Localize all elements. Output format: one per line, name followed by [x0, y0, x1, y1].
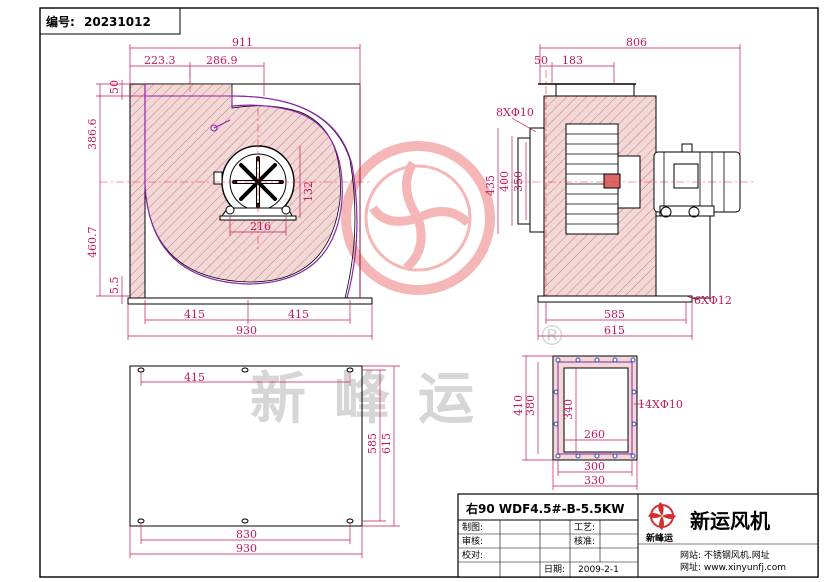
date-value: 2009-2-1 [578, 565, 619, 575]
dim-side-350: 350 [512, 171, 525, 192]
serial-box: 编号: 20231012 [39, 7, 181, 35]
dim-plan-615: 615 [380, 433, 393, 454]
dim-outlet-260: 260 [584, 428, 605, 441]
dim-base-thk: 5.5 [108, 277, 121, 295]
dim-side-holes: 8XΦ10 [496, 106, 534, 119]
dim-plan-830: 830 [236, 528, 257, 541]
outlet-flange: 410 380 340 14XΦ10 260 300 330 [512, 355, 683, 490]
fan-casing [129, 83, 146, 299]
dim-motor-width: 216 [250, 220, 271, 233]
dim-plan-hole-span: 415 [184, 371, 205, 384]
dim-side-615: 615 [604, 324, 625, 337]
serial-value: 20231012 [84, 15, 151, 29]
logo-caption: 新峰运 [646, 532, 674, 544]
dim-outlet-300: 300 [584, 460, 605, 473]
dim-outlet-holes: 14XΦ10 [638, 398, 683, 411]
dim-side-base-holes: 6XΦ12 [694, 294, 732, 307]
dim-inlet-a: 223.3 [144, 54, 176, 67]
dim-base-half-left: 415 [184, 308, 205, 321]
front-view: 911 223.3 286.9 50 386.6 460.7 5.5 132 2… [86, 36, 373, 340]
base-plate [129, 365, 363, 527]
approve-label: 核准: [574, 535, 595, 547]
dim-top-flange: 50 [108, 80, 121, 94]
sheet-border [39, 7, 819, 578]
outlet-opening [563, 367, 629, 453]
side-view: 806 50 183 8XΦ10 435 400 350 6XΦ12 585 6… [484, 36, 756, 340]
dim-outlet-330: 330 [584, 474, 605, 487]
dim-motor-height: 132 [302, 181, 315, 202]
dim-inlet-b: 286.9 [206, 54, 238, 67]
website-url: 网址: www.xinyunfj.com [680, 561, 786, 573]
base-plan: 415 585 615 830 930 [129, 365, 400, 558]
dim-base-half-right: 415 [288, 308, 309, 321]
dim-side-50: 50 [534, 54, 548, 67]
dim-lower-height: 460.7 [86, 227, 99, 259]
dim-outlet-410: 410 [512, 395, 525, 416]
dim-plan-585: 585 [366, 433, 379, 454]
dim-outlet-340: 340 [562, 399, 575, 420]
process-label: 工艺: [574, 522, 595, 533]
dim-side-400: 400 [498, 171, 511, 192]
watermark-registered: ® [538, 319, 566, 352]
watermark-text: 新峰运 [250, 366, 502, 432]
dim-upper-height: 386.6 [86, 119, 99, 151]
serial-label: 编号: [45, 14, 75, 29]
drawn-label: 制图: [462, 521, 483, 533]
dim-side-183: 183 [562, 54, 583, 67]
dim-front-width: 911 [232, 36, 253, 49]
model-name: 右90 WDF4.5#-B-5.5KW [465, 501, 625, 516]
review-label: 审核: [462, 535, 483, 547]
company-logo-icon [648, 502, 676, 530]
watermark-fan-icon [369, 160, 472, 272]
dim-base-total: 930 [236, 324, 257, 337]
front-base [127, 297, 373, 305]
date-label: 日期: [544, 564, 565, 575]
dim-outlet-380: 380 [524, 395, 537, 416]
website-label: 网站: 不锈钢风机.网址 [680, 549, 770, 561]
side-motor-icon [653, 143, 741, 218]
outlet-holes [553, 357, 637, 459]
dim-side-435: 435 [484, 175, 497, 196]
dim-side-width: 806 [626, 36, 647, 49]
dim-plan-930: 930 [236, 542, 257, 555]
watermark-ring [341, 141, 495, 295]
check-label: 校对: [462, 549, 483, 561]
dim-side-585: 585 [604, 308, 625, 321]
company-name: 新运风机 [690, 509, 770, 533]
title-block: 右90 WDF4.5#-B-5.5KW 制图: 工艺: 审核: 核准: 校对: … [457, 493, 819, 578]
side-base [537, 295, 693, 303]
